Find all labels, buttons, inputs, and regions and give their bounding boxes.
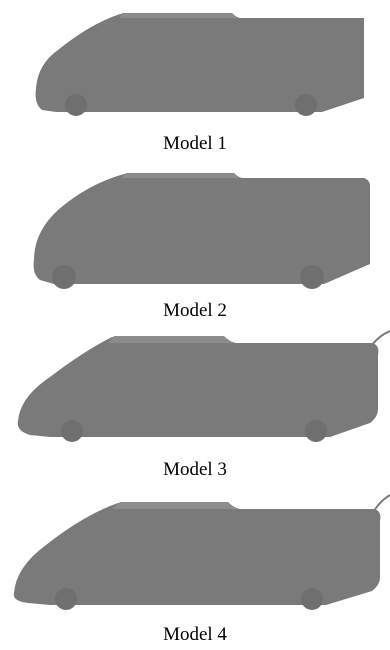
model-2-rear-wheel [300, 265, 324, 289]
model-4-rear-edge-strip [373, 494, 390, 512]
model-1-panel: Model 1 [0, 0, 390, 160]
model-2-front-wheel [52, 265, 76, 289]
model-4-panel: Model 4 [0, 485, 390, 650]
model-2-roof-fairing [122, 173, 242, 178]
model-3-label: Model 3 [163, 459, 227, 480]
model-2-body [33, 174, 370, 284]
model-4-rear-wheel [301, 588, 323, 610]
model-1-front-wheel [65, 94, 87, 116]
model-4-body [13, 503, 381, 605]
model-1-body [35, 14, 364, 112]
model-3-panel: Model 3 [0, 325, 390, 485]
model-2-label: Model 2 [163, 300, 227, 321]
model-4-front-wheel [55, 588, 77, 610]
model-1-label: Model 1 [163, 133, 227, 154]
model-2-vehicle [33, 173, 370, 289]
model-1-vehicle [35, 13, 364, 116]
model-1-rear-wheel [295, 94, 317, 116]
model-2-panel: Model 2 [0, 160, 390, 325]
model-3-roof-fairing [108, 336, 236, 343]
model-3-body [17, 337, 379, 437]
model-3-rear-wheel [305, 420, 327, 442]
model-4-vehicle [13, 494, 390, 610]
model-1-roof-fairing [120, 13, 240, 18]
model-4-label: Model 4 [163, 624, 227, 645]
model-3-rear-edge-strip [371, 330, 390, 346]
model-3-front-wheel [61, 420, 83, 442]
model-4-roof-fairing [112, 502, 240, 509]
model-3-vehicle [17, 330, 390, 442]
